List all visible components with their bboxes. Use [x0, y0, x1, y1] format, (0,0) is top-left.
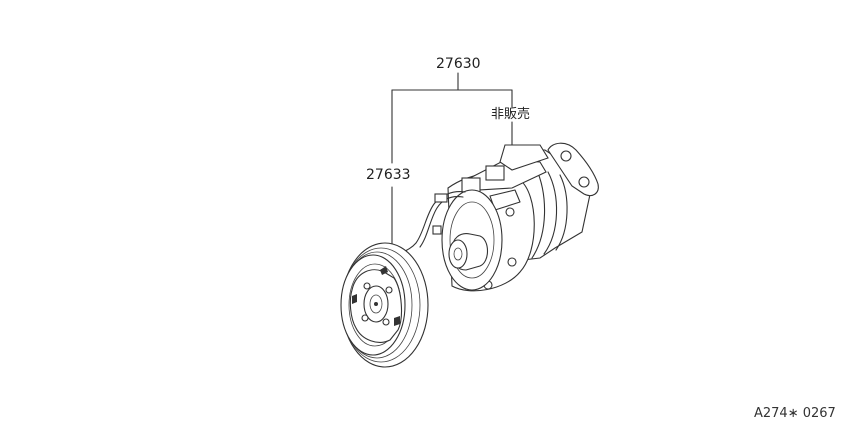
clutch-pulley — [340, 242, 429, 368]
reference-code: A274∗ 0267 — [754, 406, 836, 421]
not-sold-note: 非販売 — [491, 107, 531, 122]
clutch-part-number: 27633 — [366, 167, 411, 183]
assembly-part-number: 27630 — [436, 56, 481, 72]
compressor-body — [441, 142, 599, 292]
